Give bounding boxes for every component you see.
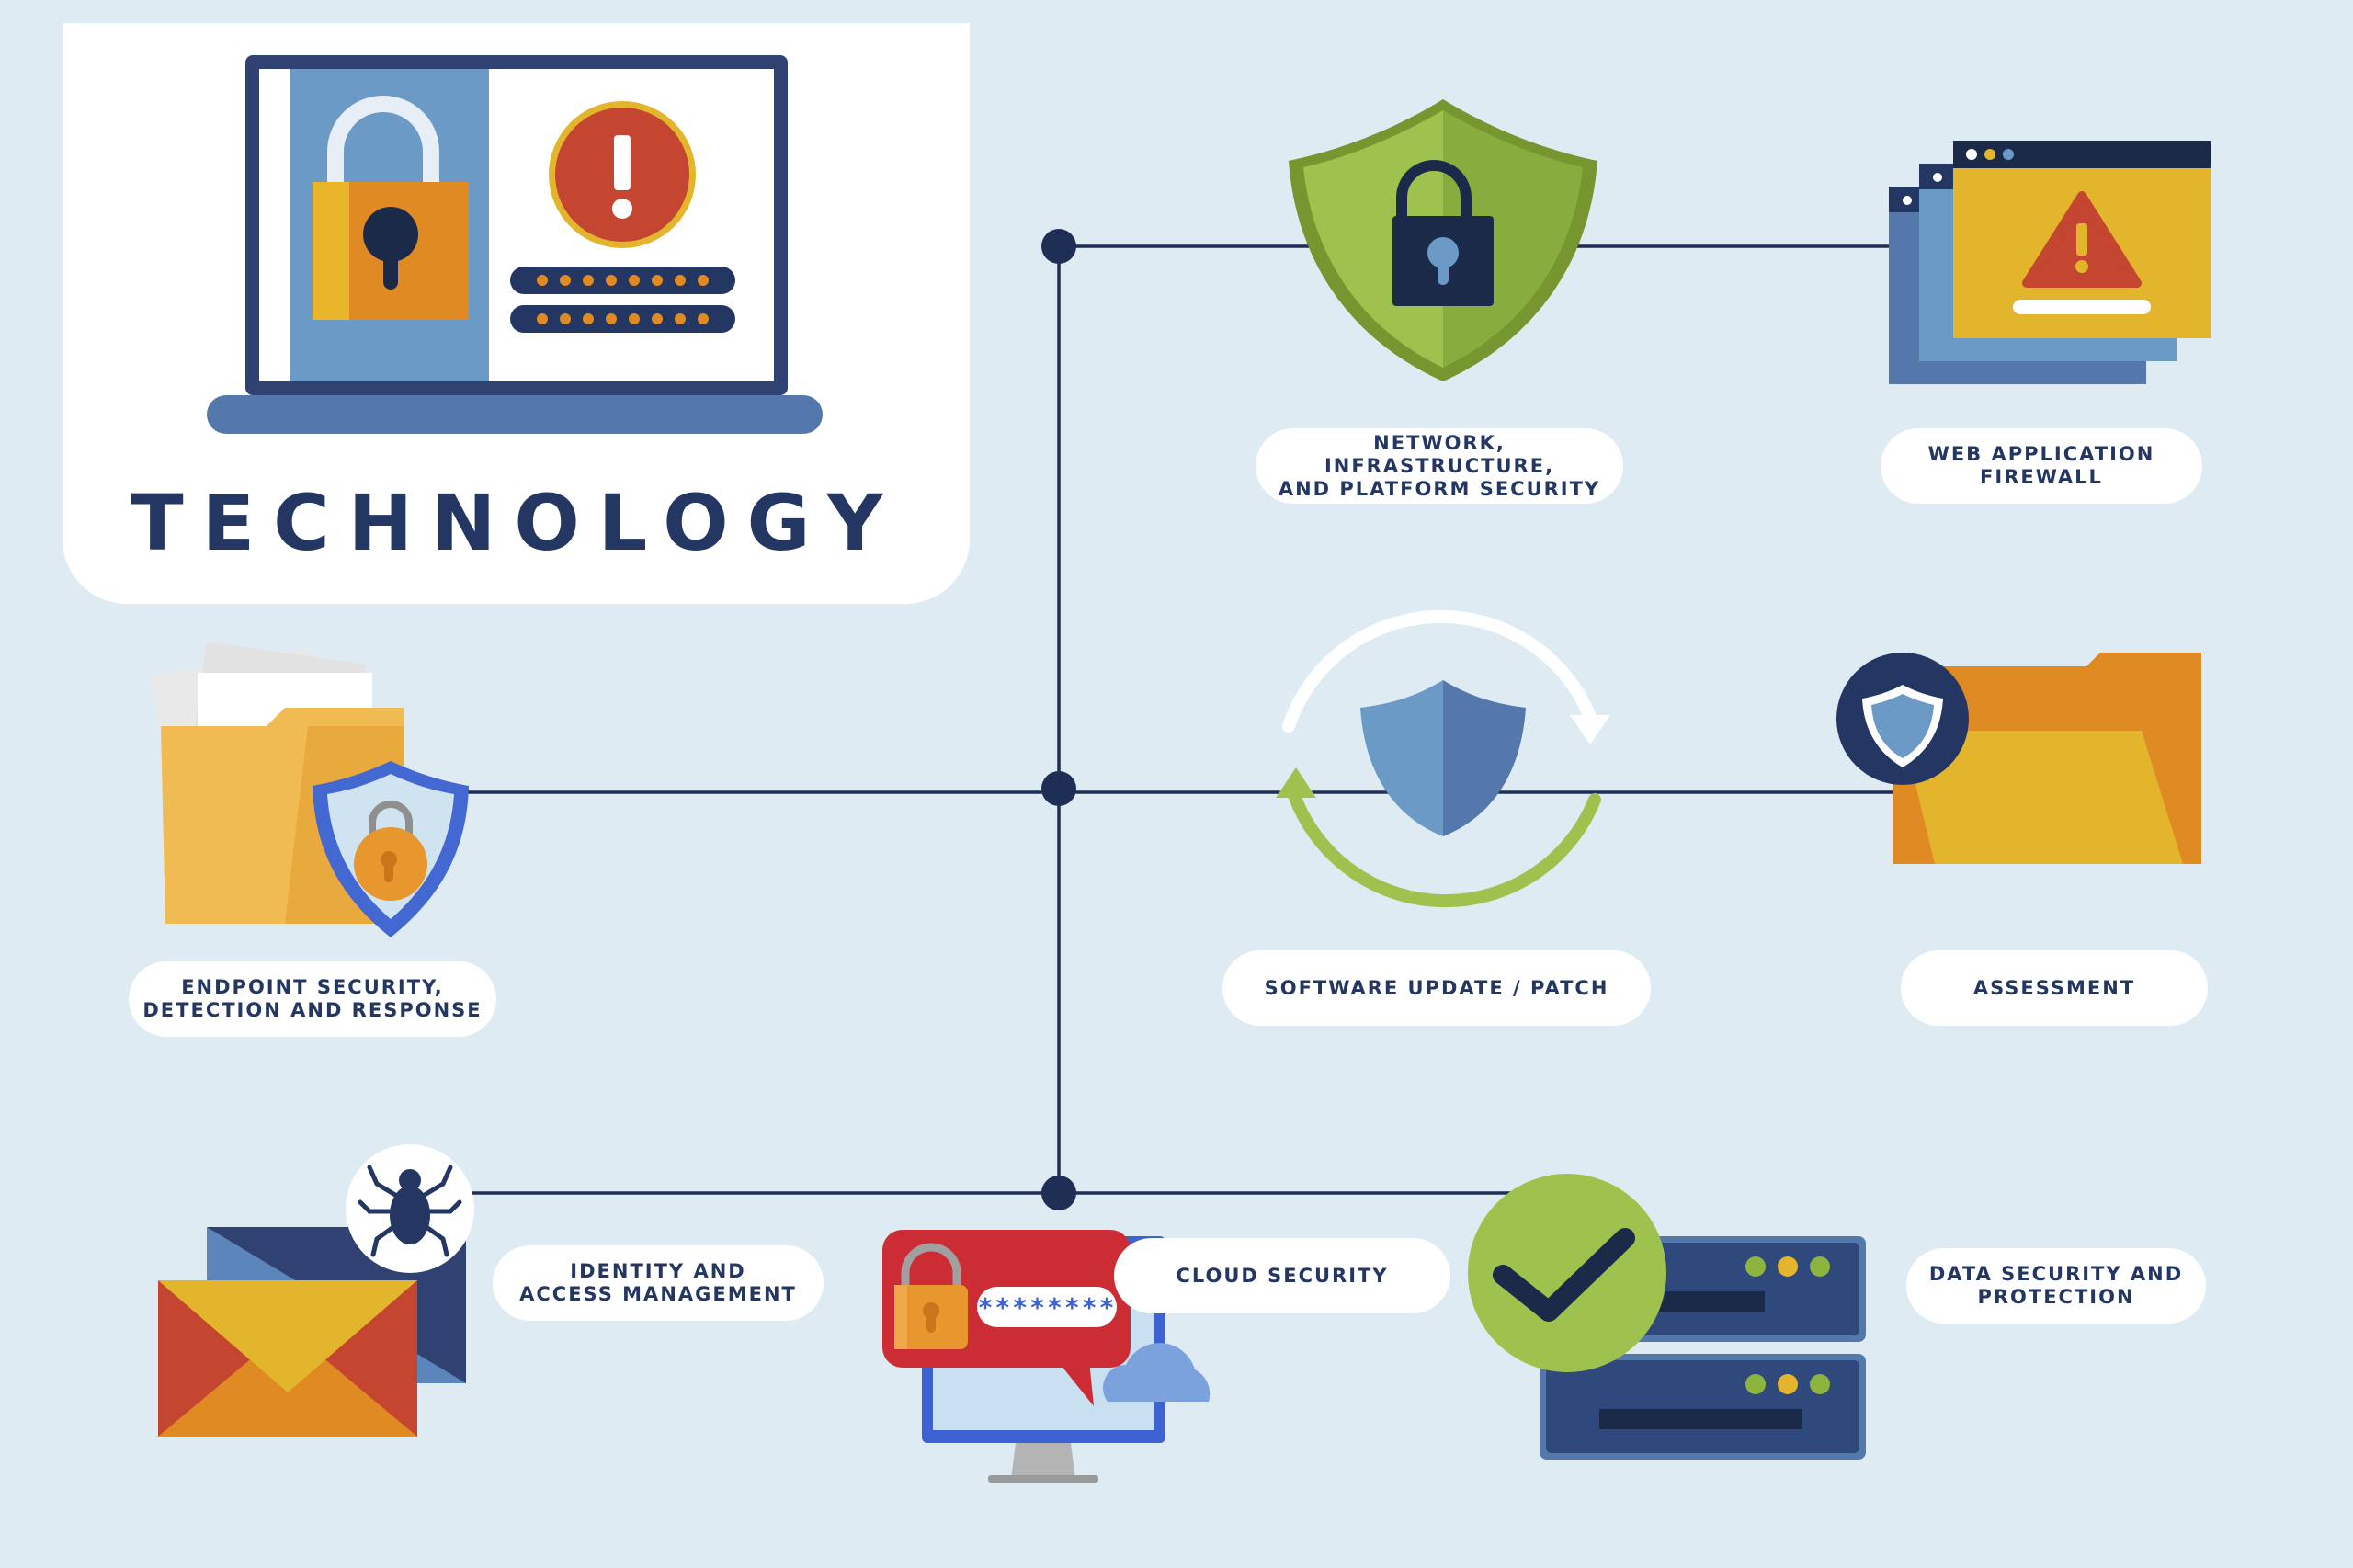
- label-endpoint-security: ENDPOINT SECURITY,DETECTION AND RESPONSE: [129, 961, 496, 1037]
- junction-dot-top: [1041, 229, 1076, 264]
- label-assessment: ASSESSMENT: [1901, 950, 2208, 1026]
- label-network-security: NETWORK, INFRASTRUCTURE,AND PLATFORM SEC…: [1256, 428, 1623, 504]
- email-bug-icon: [158, 1144, 474, 1437]
- shield-lock-icon: [1289, 99, 1597, 381]
- browser-warning-icon: [1889, 141, 2211, 384]
- folder-shield-icon: [150, 642, 469, 937]
- server-check-icon: [1468, 1174, 1866, 1460]
- laptop-lock-icon: [207, 55, 823, 434]
- update-shield-icon: [1276, 609, 1610, 908]
- monitor-password-icon: ********: [882, 1230, 1211, 1483]
- label-software-update: SOFTWARE UPDATE / PATCH: [1222, 950, 1651, 1026]
- junction-dot-bottom: [1041, 1176, 1076, 1210]
- junction-dot-middle: [1041, 771, 1076, 806]
- page-title: TECHNOLOGY: [131, 478, 902, 568]
- folder-assessment-icon: [1836, 653, 2201, 864]
- password-mask: ********: [978, 1292, 1117, 1323]
- label-cloud-security: CLOUD SECURITY: [1114, 1238, 1450, 1313]
